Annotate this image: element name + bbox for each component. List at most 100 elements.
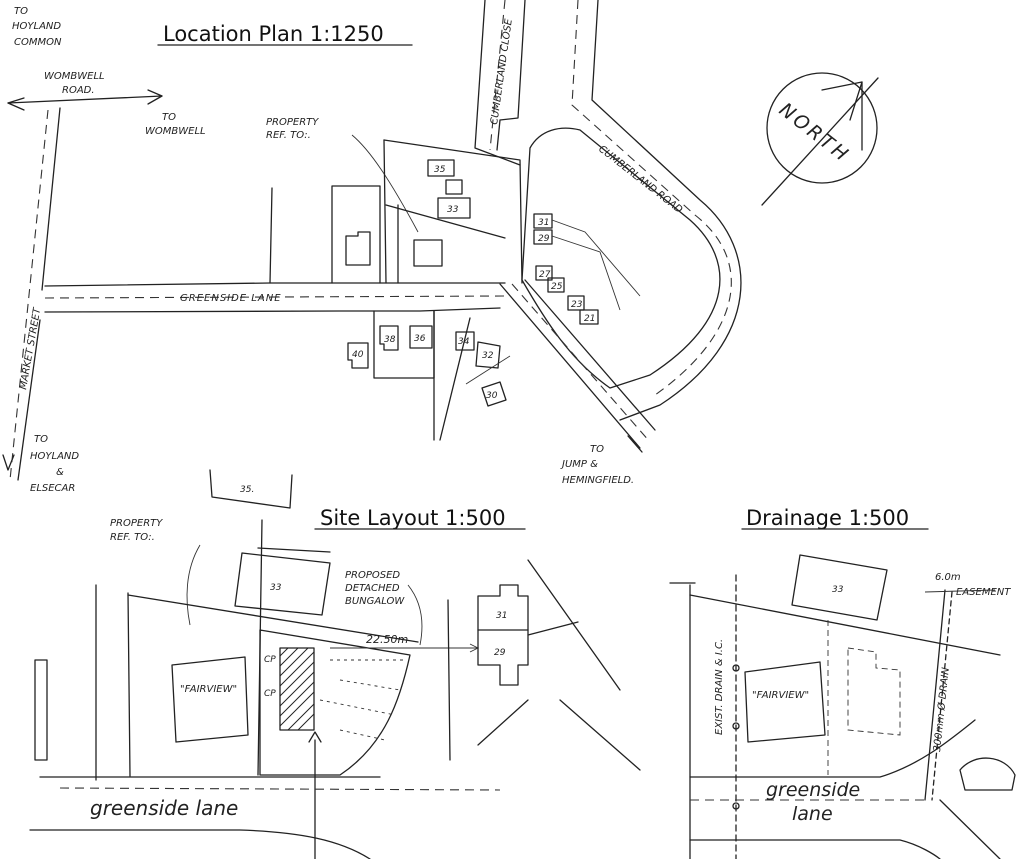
drain-chamber-1 [732,664,740,672]
wombwell-road-label: WOMBWELL ROAD. [44,71,108,96]
plot-boundary-35-west [383,139,387,284]
plot-boundary [269,187,273,284]
drainage-boundary-north [689,594,1001,656]
market-street-west-edge [41,107,61,291]
house-number-21: 21 [584,314,595,324]
drain-chamber-3 [732,802,740,810]
road-east-1 [527,559,621,691]
site-property-ref-leader [186,544,201,626]
drainage-road-east [939,799,1001,859]
house-40 [347,342,369,369]
proposed-bungalow [279,647,315,731]
plot-boundary-35 [383,139,523,284]
location-plan: Location Plan 1:1250 TO HOYLAND COMMON W… [2,0,742,494]
house-32 [475,341,501,369]
north-label: NORTH [775,99,854,168]
house-30 [481,381,507,407]
drainage-plot-33-label: 33 [832,585,844,595]
drainage-proposed-bungalow [847,647,901,736]
to-jump-label: TO JUMP & HEMINGFIELD. [560,444,634,486]
cumberland-road-inner [521,127,721,389]
property-ref-label: PROPERTY REF. TO:. [266,117,322,141]
house-38 [379,325,399,351]
house-31-29 [477,584,529,686]
drainage-plan: Drainage 1:500 33 EXIST. DRAIN & I.C. "F… [669,506,1016,859]
drainage-tree [959,757,1016,791]
market-street-label: MARKET STREET [18,306,43,390]
house-23 [567,295,585,311]
drain-chamber-2 [732,722,740,730]
hemingfield-road-east [524,279,656,431]
house-35 [427,159,455,177]
market-street-centre [9,109,49,481]
site-west-block [34,659,48,761]
fairview-label: "FAIRVIEW" [180,684,237,695]
plot-split-line [385,204,506,239]
house-fairview [345,231,371,266]
cp-label-2: CP [264,689,276,699]
site-layout: Site Layout 1:500 35. PROPERTY REF. TO:.… [29,469,641,859]
house-number-33: 33 [447,205,459,215]
access-arrow [308,731,322,743]
hemingfield-road-centre [511,283,651,443]
north-line [761,77,879,206]
cumberland-road-outer [591,0,742,421]
house-number-32: 32 [482,351,494,361]
plot-33-label: 33 [270,583,282,593]
bungalow-hatch [279,647,315,731]
boundary-east [447,599,451,761]
cumberland-road-label: CUMBERLAND ROAD [596,144,684,216]
site-lane-label: greenside lane [90,796,238,820]
drainage-fairview [744,661,826,743]
property-ref-leader [351,134,419,233]
proposed-bungalow-label: PROPOSED DETACHED BUNGALOW [345,570,405,607]
cumberland-close-centre [489,0,506,151]
drainage-lane-south-edge [689,839,941,859]
site-boundary-north [127,594,419,643]
site-layout-title: Site Layout 1:500 [320,506,506,530]
greenside-lane-south-edge [44,307,501,313]
house-number-34: 34 [458,337,470,347]
house-31 [533,213,553,229]
house-number-29: 29 [538,234,550,244]
house-21 [579,309,599,325]
house-25 [547,277,565,293]
existing-drain-label: EXIST. DRAIN & I.C. [714,639,725,735]
house-number-36: 36 [414,334,426,344]
plot-33-drive [257,547,331,553]
house-number-40: 40 [352,350,364,360]
north-pointer [821,81,863,121]
plot-lines-loop [551,219,641,297]
drainage-lane-label: greenside lane [766,779,866,825]
cp-label-1: CP [264,655,276,665]
fairview-house [171,656,249,743]
house-number-31: 31 [538,218,549,228]
easement-label: 6.0m EASEMENT [935,572,1011,598]
plot-31-label: 31 [496,611,507,621]
sewer-line [924,589,946,801]
plot-boundary-32 [439,317,471,441]
house-number-25: 25 [551,282,563,292]
plot-split-30 [465,355,511,385]
easement-line [931,591,953,801]
greenside-lane-label: GREENSIDE LANE [180,293,282,304]
to-hoyland-elsecar-label: TO HOYLAND & ELSECAR [30,434,82,494]
hemingfield-road-west [499,283,641,449]
house-number-35: 35 [434,165,446,175]
plot-lines-loop-2 [551,235,621,311]
greenside-lane-centre [44,295,506,299]
proposed-plot-texture [319,659,405,741]
drainage-lane-north-edge [689,719,976,778]
arrow-head-southeast [627,435,643,453]
proposed-bungalow-site [413,239,443,267]
road-east-2 [527,621,579,636]
wombwell-road-arrow [7,95,163,104]
house-34 [455,331,475,351]
drainage-plot-33 [791,554,888,621]
to-hoyland-common-label: TO HOYLAND COMMON [12,6,64,48]
house-number-30: 30 [486,391,498,401]
plot-35-label: 35. [240,485,254,495]
site-property-ref-label: PROPERTY REF. TO:. [110,518,166,543]
drainage-fairview-label: "FAIRVIEW" [752,690,809,701]
